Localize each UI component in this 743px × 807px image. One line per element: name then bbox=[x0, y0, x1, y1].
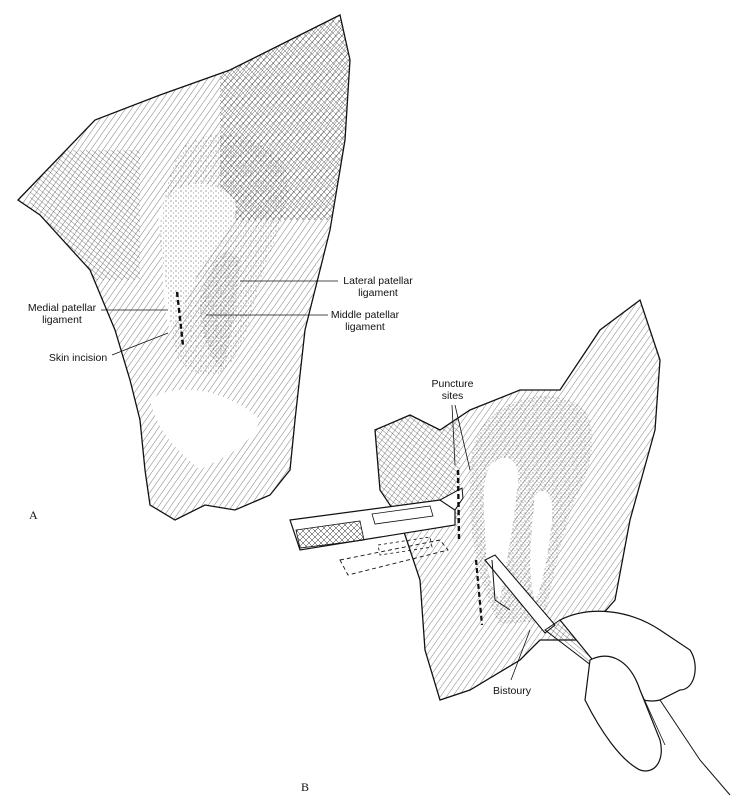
label-puncture-line-1: Puncture bbox=[431, 378, 474, 390]
scalpel-handle bbox=[289, 487, 464, 551]
label-skin-incision-text: Skin incision bbox=[48, 352, 108, 364]
panel-letter-b: B bbox=[301, 780, 310, 794]
label-bistoury: Bistoury bbox=[486, 685, 538, 697]
label-middle-line-1: Middle patellar bbox=[330, 309, 400, 321]
label-puncture-line-2: sites bbox=[441, 390, 464, 402]
label-middle-line-2: ligament bbox=[345, 321, 385, 333]
label-medial-line-2: ligament bbox=[42, 314, 82, 326]
skin-incision-mark bbox=[175, 291, 185, 346]
panel-letter-a: A bbox=[29, 508, 38, 522]
bistoury-with-hand bbox=[484, 554, 731, 796]
knee-drawing-a bbox=[16, 14, 351, 521]
label-lateral-patellar-ligament: Lateral patellar ligament bbox=[338, 275, 418, 299]
label-medial-line-1: Medial patellar bbox=[27, 302, 97, 314]
label-skin-incision: Skin incision bbox=[43, 352, 113, 364]
puncture-mark-upper bbox=[456, 469, 461, 541]
label-puncture-sites: Puncture sites bbox=[425, 378, 480, 402]
label-lateral-line-2: ligament bbox=[358, 287, 398, 299]
puncture-mark-lower bbox=[474, 559, 484, 626]
label-bistoury-text: Bistoury bbox=[493, 685, 531, 697]
label-lateral-line-1: Lateral patellar bbox=[343, 275, 413, 287]
knee-drawing-b bbox=[289, 298, 731, 796]
label-medial-patellar-ligament: Medial patellar ligament bbox=[22, 302, 102, 326]
label-middle-patellar-ligament: Middle patellar ligament bbox=[326, 309, 404, 333]
